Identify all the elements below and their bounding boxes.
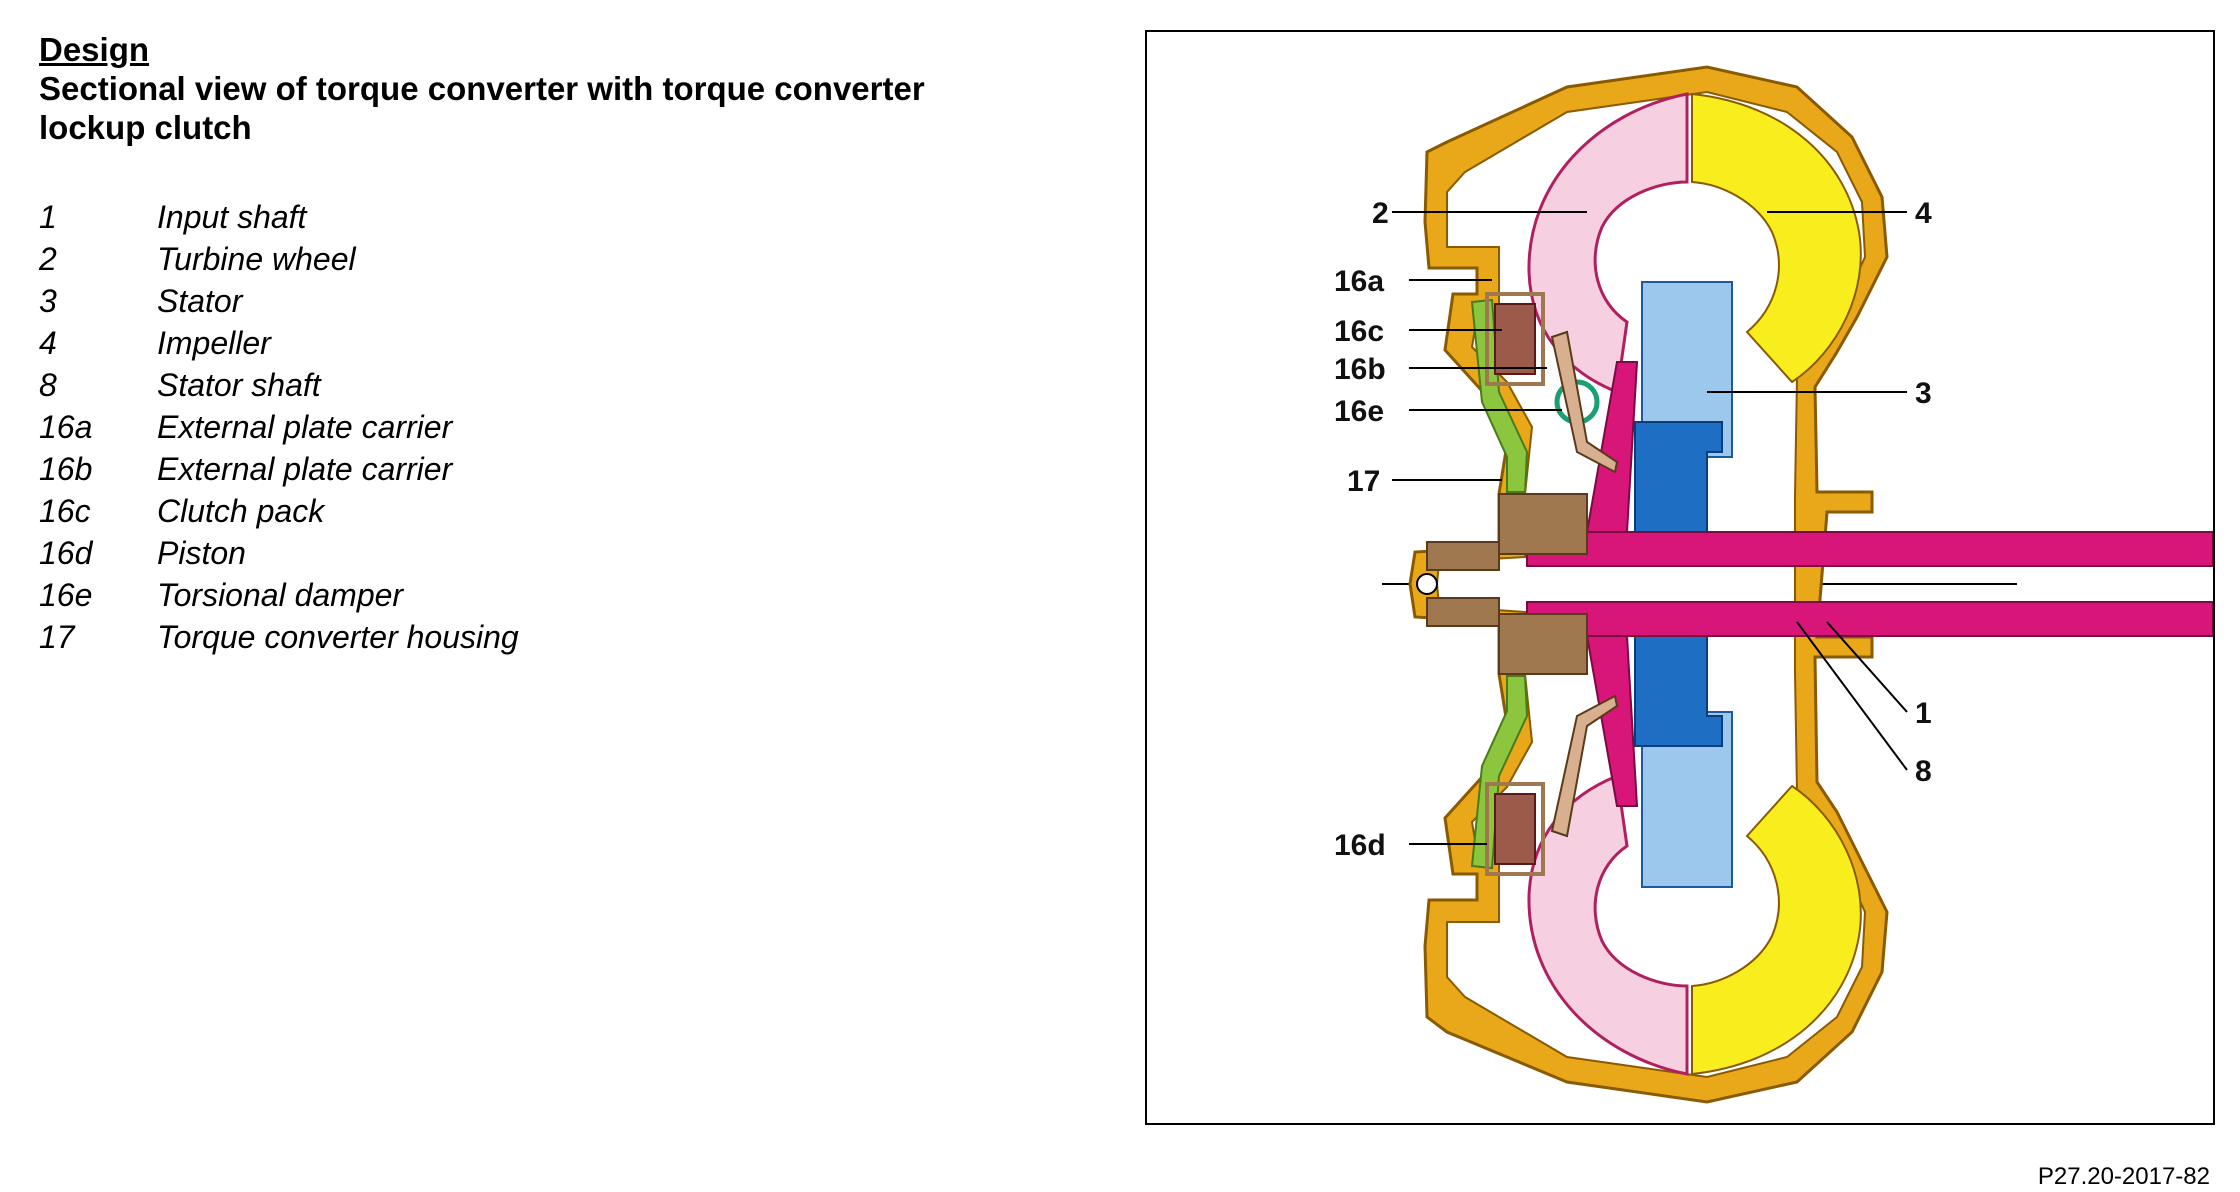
legend-number: 17 — [39, 619, 75, 655]
legend-label: Turbine wheel — [157, 241, 356, 277]
legend-label: Torque converter housing — [157, 619, 519, 655]
external-plate-carrier-lower — [1485, 782, 1545, 876]
damper-plate-upper — [1550, 330, 1619, 474]
legend-label: Torsional damper — [157, 577, 404, 613]
legend-item: 16a External plate carrier — [39, 406, 519, 448]
callout-17: 17 — [1347, 465, 1380, 498]
legend-item: 16c Clutch pack — [39, 490, 519, 532]
input-shaft-lower — [1526, 601, 2213, 637]
legend-number: 16a — [39, 409, 93, 445]
callout-1: 1 — [1915, 697, 1932, 730]
legend-item: 16b External plate carrier — [39, 448, 519, 490]
callout-4: 4 — [1915, 197, 1932, 230]
legend-number: 16d — [39, 535, 93, 571]
legend-item: 1 Input shaft — [39, 196, 519, 238]
page-title-line-2: lockup clutch — [39, 109, 252, 146]
figure-reference: P27.20-2017-82 — [2037, 1163, 2210, 1190]
legend-label: Stator — [157, 283, 243, 319]
clutch-pack-lower — [1494, 793, 1536, 865]
legend-number: 16e — [39, 577, 93, 613]
legend-item: 2 Turbine wheel — [39, 238, 519, 280]
centre-plug-upper — [1426, 541, 1500, 571]
legend-item: 8 Stator shaft — [39, 364, 519, 406]
legend-item: 17 Torque converter housing — [39, 616, 519, 658]
turbine-wheel-upper — [1527, 92, 1689, 395]
centre-bearing — [1416, 573, 1438, 595]
converter-hub-upper — [1498, 493, 1588, 555]
legend-label: Piston — [157, 535, 246, 571]
heading: Design Sectional view of torque converte… — [39, 30, 925, 147]
legend-label: Stator shaft — [157, 367, 321, 403]
impeller-lower — [1691, 784, 1862, 1076]
legend-number: 2 — [39, 241, 57, 277]
converter-hub-lower — [1498, 613, 1588, 675]
legend-label: External plate carrier — [157, 409, 453, 445]
turbine-hub-upper — [1585, 361, 1639, 533]
legend-label: Impeller — [157, 325, 271, 361]
turbine-hub-lower — [1585, 635, 1639, 807]
callout-3: 3 — [1915, 377, 1932, 410]
torque-converter-diagram: 2 4 16a 16c 16b 16e 3 17 1 8 16d — [1334, 65, 2213, 1104]
parts-legend: 1 Input shaft 2 Turbine wheel 3 Stator 4 Imp… — [39, 196, 519, 658]
legend-number: 16c — [39, 493, 91, 529]
callout-16a: 16a — [1334, 265, 1384, 298]
callout-2: 2 — [1372, 197, 1389, 230]
legend-number: 3 — [39, 283, 57, 319]
legend-label: Clutch pack — [157, 493, 325, 529]
legend-label: Input shaft — [157, 199, 307, 235]
page-title-line-1: Sectional view of torque converter with … — [39, 70, 925, 107]
legend-item: 16d Piston — [39, 532, 519, 574]
callout-16c: 16c — [1334, 315, 1384, 348]
input-shaft-upper — [1526, 531, 2213, 567]
callout-8: 8 — [1915, 755, 1932, 788]
legend-number: 4 — [39, 325, 57, 361]
design-heading: Design — [39, 31, 150, 68]
legend-number: 16b — [39, 451, 93, 487]
impeller-upper — [1691, 92, 1862, 384]
clutch-pack-upper — [1494, 303, 1536, 375]
legend-item: 16e Torsional damper — [39, 574, 519, 616]
legend-item: 3 Stator — [39, 280, 519, 322]
damper-plate-lower — [1550, 694, 1619, 838]
centre-plug-lower — [1426, 597, 1500, 627]
callout-16b: 16b — [1334, 353, 1386, 386]
leader-lines — [1392, 211, 1908, 845]
legend-item: 4 Impeller — [39, 322, 519, 364]
legend-number: 1 — [39, 199, 57, 235]
external-plate-carrier-upper — [1485, 292, 1545, 386]
diagram-frame: 2 4 16a 16c 16b 16e 3 17 1 8 16d — [1145, 30, 2215, 1125]
callout-16e: 16e — [1334, 395, 1384, 428]
legend-number: 8 — [39, 367, 57, 403]
turbine-wheel-lower — [1527, 773, 1689, 1076]
legend-label: External plate carrier — [157, 451, 453, 487]
callout-16d: 16d — [1334, 829, 1386, 862]
